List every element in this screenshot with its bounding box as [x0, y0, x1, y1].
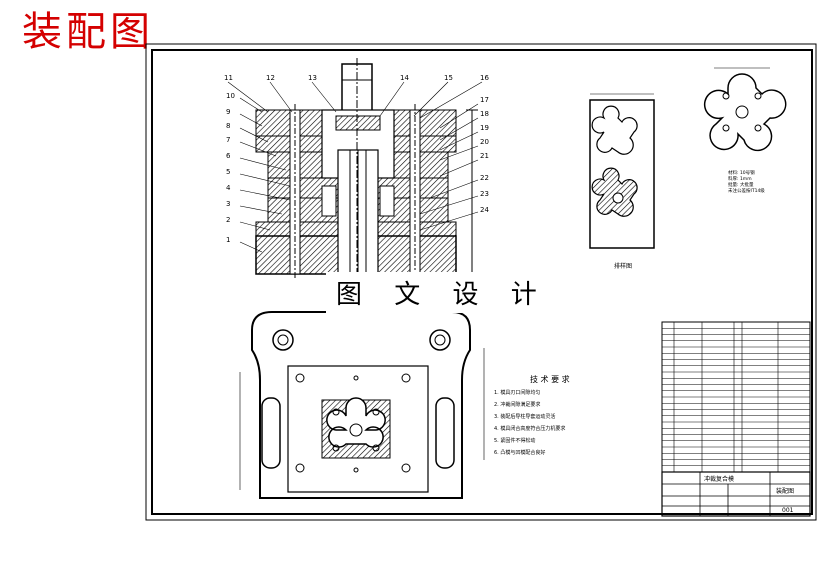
page-title: 装配图 [22, 9, 154, 55]
part-leaders [227, 81, 483, 253]
part-label-23: 23 [480, 190, 489, 198]
part-label-11: 11 [224, 74, 233, 82]
part-drawing [703, 67, 787, 152]
inner-frame [151, 49, 813, 515]
drawing-name: 冲裁复合模 [704, 475, 734, 483]
watermark-text: 图 文 设 计 [326, 272, 559, 313]
part-label-15: 15 [444, 74, 453, 82]
part-label-19: 19 [480, 124, 489, 132]
part-number-labels: 1 2 3 4 5 6 7 8 9 10 11 12 13 14 15 16 1… [224, 74, 489, 244]
part-label-5: 5 [226, 168, 230, 176]
plan-view [239, 311, 485, 499]
part-label-4: 4 [226, 184, 231, 192]
part-note-2: 料厚: 1mm [728, 175, 752, 182]
tech-req-line-2: 2. 冲裁间隙满足要求 [494, 401, 540, 408]
part-label-8: 8 [226, 122, 230, 130]
tech-req-heading: 技 术 要 求 [530, 374, 570, 384]
tech-req-line-4: 4. 模具闭合高度符合压力机要求 [494, 425, 565, 432]
part-label-18: 18 [480, 110, 489, 118]
part-label-12: 12 [266, 74, 275, 82]
tech-req-line-1: 1. 模具刃口间隙均匀 [494, 389, 540, 396]
part-label-16: 16 [480, 74, 489, 82]
part-label-9: 9 [226, 108, 230, 116]
part-label-3: 3 [226, 200, 230, 208]
part-note-4: 未注公差按IT14级 [728, 187, 765, 194]
part-label-7: 7 [226, 136, 230, 144]
part-label-6: 6 [226, 152, 231, 160]
strip-layout [589, 93, 655, 249]
part-label-1: 1 [226, 236, 230, 244]
part-label-13: 13 [308, 74, 317, 82]
part-label-2: 2 [226, 216, 230, 224]
tech-req-line-6: 6. 凸模与凹模配合良好 [494, 449, 545, 456]
part-label-10: 10 [226, 92, 235, 100]
part-label-21: 21 [480, 152, 489, 160]
part-note-3: 批量: 大批量 [728, 181, 754, 188]
parts-list [661, 321, 811, 473]
parts-list-rows [662, 327, 810, 467]
part-label-22: 22 [480, 174, 489, 182]
part-label-14: 14 [400, 74, 409, 82]
part-note-1: 材料: 10号钢 [728, 169, 755, 176]
strip-layout-label: 排样图 [614, 262, 632, 270]
part-label-24: 24 [480, 206, 489, 214]
outer-frame [145, 43, 817, 521]
tech-requirements: 技 术 要 求 1. 模具刃口间隙均匀 2. 冲裁间隙满足要求 3. 装配后导柱… [494, 374, 570, 456]
sheet-number: 001 [782, 507, 794, 514]
part-label-17: 17 [480, 96, 489, 104]
drawing-type: 装配图 [776, 487, 794, 495]
tech-req-line-3: 3. 装配后导柱导套运动灵活 [494, 413, 555, 420]
tech-req-line-5: 5. 紧固件不得松动 [494, 437, 535, 444]
part-label-20: 20 [480, 138, 489, 146]
part-notes: 材料: 10号钢 料厚: 1mm 批量: 大批量 未注公差按IT14级 [728, 169, 765, 194]
section-view [255, 58, 478, 284]
title-block [661, 471, 811, 517]
